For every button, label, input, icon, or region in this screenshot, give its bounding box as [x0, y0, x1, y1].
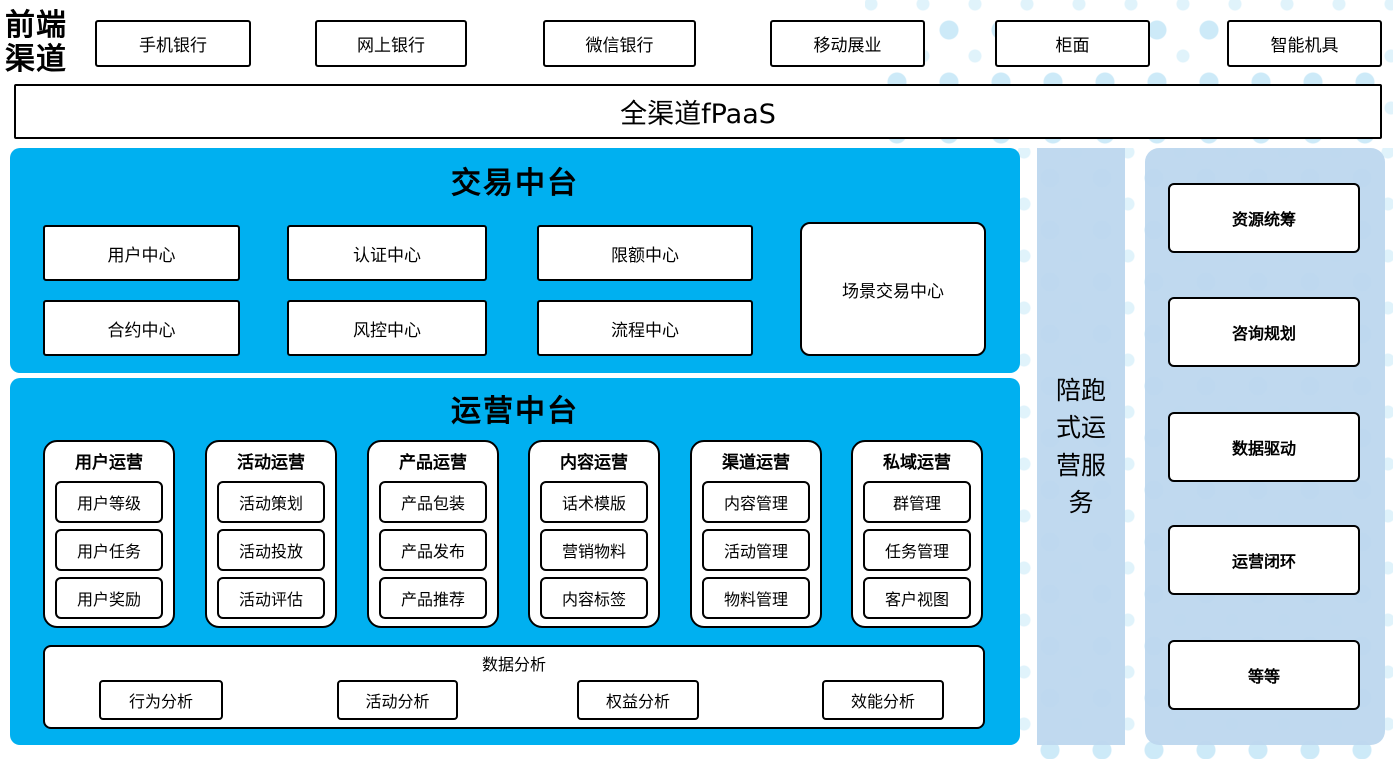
op-item: 活动评估 [217, 577, 325, 619]
channel-box-wechat-banking: 微信银行 [543, 20, 696, 67]
trade-box-risk-center: 风控中心 [287, 300, 487, 356]
op-item: 用户任务 [55, 529, 163, 571]
trade-box-process-center: 流程中心 [537, 300, 753, 356]
op-column-header: 渠道运营 [722, 453, 790, 473]
op-item: 活动投放 [217, 529, 325, 571]
op-item: 营销物料 [540, 529, 648, 571]
op-column-header: 活动运营 [237, 453, 305, 473]
service-items-panel: 资源统筹 咨询规划 数据驱动 运营闭环 等等 [1145, 148, 1385, 745]
analysis-box-rights: 权益分析 [577, 680, 699, 720]
channel-box-counter: 柜面 [995, 20, 1150, 67]
op-item: 群管理 [863, 481, 971, 523]
op-column-activity: 活动运营 活动策划 活动投放 活动评估 [205, 440, 337, 628]
channel-box-online-banking: 网上银行 [315, 20, 467, 67]
front-channels-label: 前端渠道 [5, 8, 67, 77]
channel-box-smart-machines: 智能机具 [1227, 20, 1382, 67]
operation-platform-panel: 运营中台 用户运营 用户等级 用户任务 用户奖励 活动运营 活动策划 活动投放 … [10, 378, 1020, 745]
op-column-header: 产品运营 [399, 453, 467, 473]
analysis-box-behavior: 行为分析 [99, 680, 223, 720]
trade-box-contract-center: 合约中心 [43, 300, 240, 356]
op-item: 产品推荐 [379, 577, 487, 619]
op-item: 任务管理 [863, 529, 971, 571]
trade-box-limit-center: 限额中心 [537, 225, 753, 281]
analysis-box-activity: 活动分析 [337, 680, 458, 720]
op-item: 内容标签 [540, 577, 648, 619]
op-item: 活动管理 [702, 529, 810, 571]
op-item: 物料管理 [702, 577, 810, 619]
service-band-label: 陪跑式运营服务 [1055, 375, 1106, 518]
op-item: 话术模版 [540, 481, 648, 523]
op-column-product: 产品运营 产品包装 产品发布 产品推荐 [367, 440, 499, 628]
op-item: 活动策划 [217, 481, 325, 523]
op-column-content: 内容运营 话术模版 营销物料 内容标签 [528, 440, 660, 628]
service-box-data-driven: 数据驱动 [1168, 412, 1360, 482]
data-analysis-title: 数据分析 [481, 655, 546, 674]
op-item: 产品包装 [379, 481, 487, 523]
op-column-header: 私域运营 [883, 453, 951, 473]
service-box-operation-loop: 运营闭环 [1168, 525, 1360, 595]
op-column-private-domain: 私域运营 群管理 任务管理 客户视图 [851, 440, 983, 628]
trade-box-scenario-trade-center: 场景交易中心 [800, 222, 986, 356]
trade-box-user-center: 用户中心 [43, 225, 240, 281]
op-column-header: 内容运营 [560, 453, 628, 473]
trade-platform-panel: 交易中台 用户中心 认证中心 限额中心 合约中心 风控中心 流程中心 场景交易中… [10, 148, 1020, 373]
op-item: 内容管理 [702, 481, 810, 523]
analysis-box-efficiency: 效能分析 [822, 680, 944, 720]
op-item: 产品发布 [379, 529, 487, 571]
op-column-user: 用户运营 用户等级 用户任务 用户奖励 [43, 440, 175, 628]
service-band: 陪跑式运营服务 [1037, 148, 1125, 745]
trade-platform-title: 交易中台 [451, 166, 579, 201]
channel-box-mobile-banking: 手机银行 [95, 20, 251, 67]
op-item: 客户视图 [863, 577, 971, 619]
service-box-etc: 等等 [1168, 640, 1360, 710]
channel-box-mobile-sales: 移动展业 [770, 20, 925, 67]
operation-platform-title: 运营中台 [451, 394, 579, 429]
trade-box-auth-center: 认证中心 [287, 225, 487, 281]
data-analysis-container: 数据分析 行为分析 活动分析 权益分析 效能分析 [43, 645, 985, 729]
op-column-channel: 渠道运营 内容管理 活动管理 物料管理 [690, 440, 822, 628]
op-item: 用户奖励 [55, 577, 163, 619]
service-box-resource-planning: 资源统筹 [1168, 183, 1360, 253]
fpaas-bar: 全渠道fPaaS [14, 84, 1382, 139]
op-column-header: 用户运营 [75, 453, 143, 473]
service-box-consulting-planning: 咨询规划 [1168, 297, 1360, 367]
op-item: 用户等级 [55, 481, 163, 523]
